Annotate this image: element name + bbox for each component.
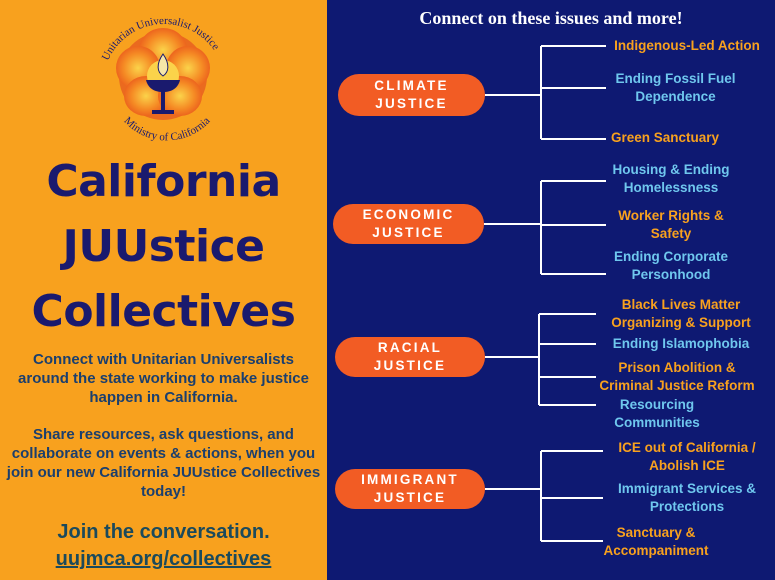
issue-item-label: Personhood [631,267,711,282]
issue-item-label: Accompaniment [603,543,709,558]
issue-item-label: Ending Fossil Fuel [615,71,736,86]
issue-item-label: Housing & Ending [612,162,730,177]
category-pill[interactable]: CLIMATE JUSTICE [338,74,485,116]
category-label: RACIAL [377,340,443,355]
issue-item[interactable]: Worker Rights & Safety [603,207,739,243]
title-line-2: JUUstice [62,221,265,272]
issue-item[interactable]: ICE out of California / Abolish ICE [607,439,767,475]
issue-item-label: Abolish ICE [649,458,725,473]
join-text: Join the conversation. [57,521,270,543]
issue-item-label: Criminal Justice Reform [599,378,755,393]
issue-item[interactable]: Prison Abolition & Criminal Justice Refor… [586,359,768,395]
issue-item-label: Indigenous-Led Action [614,38,760,53]
issue-item-label: Green Sanctuary [610,130,720,145]
category-label: JUSTICE [375,96,448,111]
share-text: Share resources, ask questions, and coll… [6,426,321,500]
issue-item-label: Resourcing [619,397,695,412]
category-label: JUSTICE [372,225,445,240]
category-label: JUSTICE [373,490,447,505]
category-label: ECONOMIC [362,207,455,222]
issue-item-label: Protections [649,499,725,514]
issues-header: Connect on these issues and more! [419,8,683,28]
title-line-3: Collectives [31,286,296,337]
issue-item-label: Immigrant Services & [617,481,757,496]
chalice-icon [146,53,180,114]
issue-item[interactable]: Green Sanctuary [604,129,726,147]
issue-item-label: Prison Abolition & [618,360,736,375]
issue-item-label: Dependence [635,89,716,104]
collectives-link[interactable]: uujmca.org/collectives [55,548,272,570]
title-line-1: California [46,156,281,207]
issue-item-label: Worker Rights & [618,208,724,223]
category-pill[interactable]: IMMIGRANT JUSTICE [335,469,485,509]
category-label: JUSTICE [373,358,447,373]
category-label: CLIMATE [374,78,449,93]
category-pill[interactable]: RACIAL JUSTICE [335,337,485,377]
issue-item[interactable]: Immigrant Services & Protections [607,480,767,516]
issue-item-label: Homelessness [623,180,719,195]
intro-text: Connect with Unitarian Universalists aro… [18,351,309,406]
issue-item-label: Black Lives Matter [621,297,741,312]
issue-item-label: Organizing & Support [611,315,751,330]
issue-item-label: Safety [650,226,692,241]
issue-item-label: Ending Islamophobia [612,336,750,351]
issue-item-label: Communities [614,415,700,430]
issue-item[interactable]: Sanctuary & Accompaniment [596,524,716,560]
issue-item-label: Sanctuary & [616,525,696,540]
issue-item-label: ICE out of California / [618,440,756,455]
category-label: IMMIGRANT [361,472,459,487]
issue-item[interactable]: Ending Islamophobia [604,335,758,353]
issue-item-label: Ending Corporate [614,249,728,264]
issue-item[interactable]: Indigenous-Led Action [607,37,767,55]
category-pill[interactable]: ECONOMIC JUSTICE [333,204,484,244]
uujmca-logo: Unitarian Universalist Justice Ministry … [86,6,241,146]
